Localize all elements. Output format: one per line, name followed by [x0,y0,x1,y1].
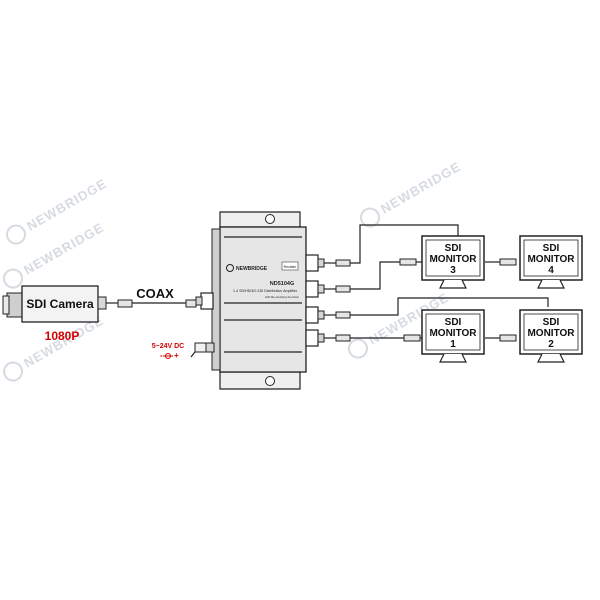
device-subtitle: with Re-clocking Function [265,295,300,299]
output-port-2 [305,280,325,298]
monitor-line2: MONITOR [527,328,575,339]
output-port-3 [305,306,325,324]
power-supply: 5~24V DC - + [152,342,207,360]
watermark-4: NEWBRIDGE [360,159,463,228]
brand-logo-icon [226,264,234,272]
monitor-2: SDI MONITOR 2 [519,309,583,363]
monitor-4: SDI MONITOR 4 [519,235,583,289]
monitor-number: 3 [450,265,456,276]
coax-cable: COAX [106,286,197,308]
device-description: 1-4 SD/HD/3G-SDI Distribution Amplifier [233,289,298,293]
watermark-text: NEWBRIDGE [378,159,463,217]
output-port-1 [305,254,325,272]
power-label: 5~24V DC [152,343,185,350]
dc-plug-icon [194,342,207,353]
monitor-number: 1 [450,339,456,350]
power-minus: - [160,351,163,360]
monitor-line1: SDI [543,317,560,328]
device-brand: NEWBRIDGE [236,266,268,272]
camera-resolution: 1080P [45,329,80,343]
coax-label: COAX [136,286,174,301]
output-cables [324,224,549,342]
monitor-line2: MONITOR [527,254,575,265]
monitor-line2: MONITOR [429,328,477,339]
monitor-number: 2 [548,339,554,350]
monitor-1: SDI MONITOR 1 [421,309,485,363]
device-model: ND5104G [270,281,294,287]
watermark-2: NEWBRIDGE [3,220,106,289]
sdi-camera: SDI Camera 1080P [2,285,107,343]
power-plus: + [174,351,179,360]
monitor-line1: SDI [445,317,462,328]
camera-label: SDI Camera [26,297,94,311]
monitor-line2: MONITOR [429,254,477,265]
monitor-line1: SDI [445,243,462,254]
monitor-line1: SDI [543,243,560,254]
monitor-3: SDI MONITOR 3 [421,235,485,289]
output-port-4 [305,329,325,347]
distribution-amplifier: NEWBRIDGE Reclaim ND5104G 1-4 SD/HD/3G-S… [195,211,325,390]
monitor-number: 4 [548,265,554,276]
device-tag: Reclaim [284,265,297,269]
